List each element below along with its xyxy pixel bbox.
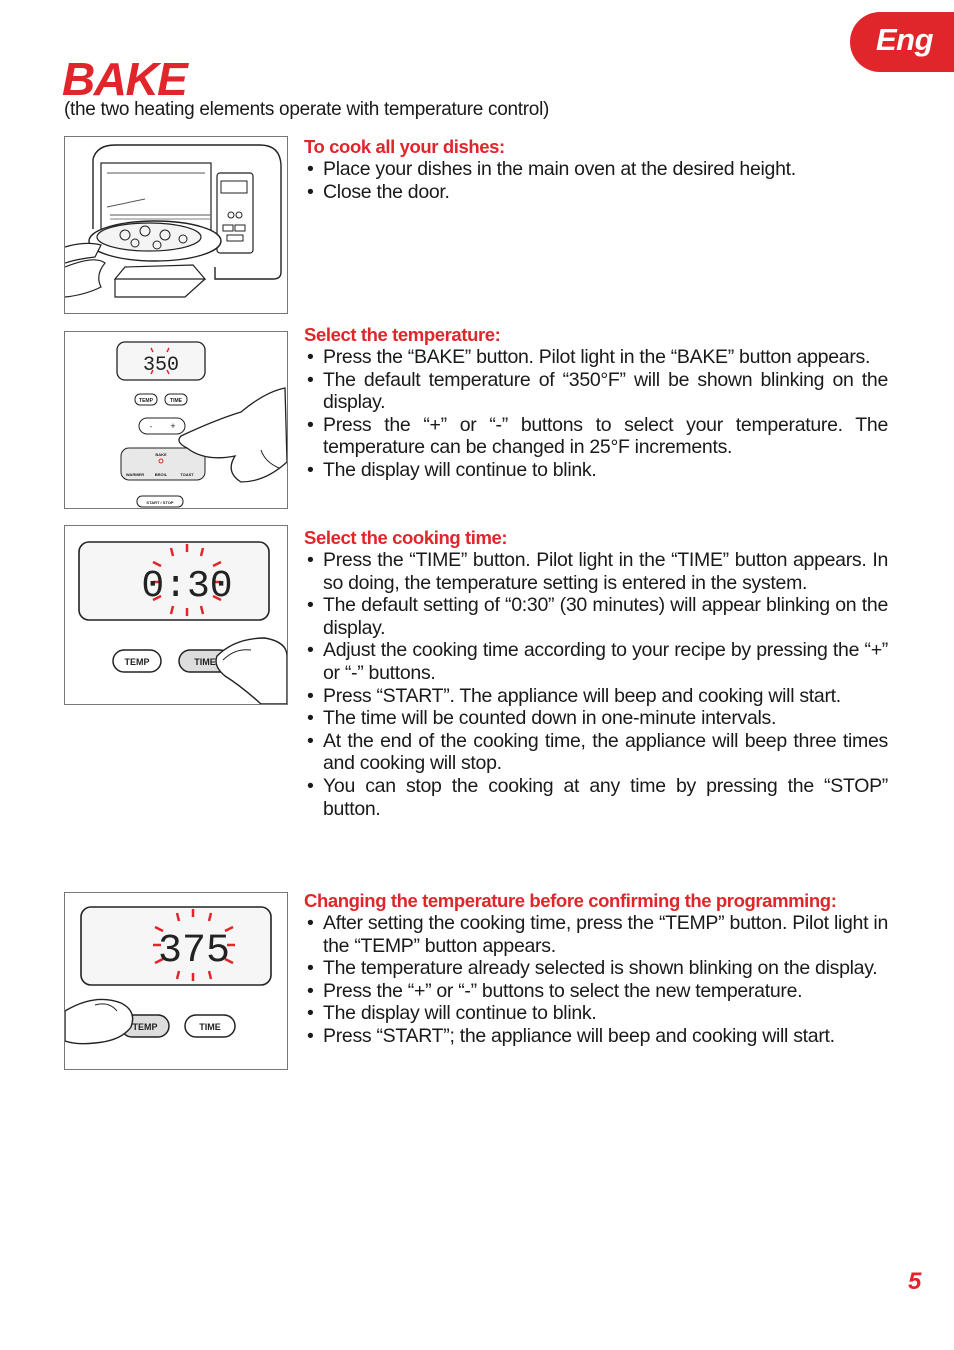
oven-illustration — [64, 136, 288, 314]
svg-text:TIME: TIME — [194, 657, 216, 667]
time-display-value: 0:30 — [141, 565, 232, 608]
svg-text:TIME: TIME — [199, 1022, 221, 1032]
list-item: Press the “+” or “-” buttons to select y… — [304, 414, 888, 459]
list-item: Press the “BAKE” button. Pilot light in … — [304, 346, 888, 369]
temp-display-value: 375 — [158, 929, 230, 974]
svg-text:BAKE: BAKE — [155, 452, 167, 457]
list-item: Press the “TIME” button. Pilot light in … — [304, 549, 888, 594]
section-heading: To cook all your dishes: — [304, 136, 505, 157]
instruction-list: Place your dishes in the main oven at th… — [304, 158, 888, 203]
page-title: BAKE — [62, 53, 188, 105]
list-item: Press “START”; the appliance will beep a… — [304, 1025, 888, 1048]
list-item: The display will continue to blink. — [304, 1002, 888, 1025]
section-heading: Select the temperature: — [304, 324, 501, 345]
svg-text:-: - — [150, 422, 153, 431]
list-item: At the end of the cooking time, the appl… — [304, 730, 888, 775]
list-item: The default temperature of “350°F” will … — [304, 369, 888, 414]
list-item: Place your dishes in the main oven at th… — [304, 158, 888, 181]
list-item: Close the door. — [304, 181, 888, 204]
list-item: You can stop the cooking at any time by … — [304, 775, 888, 820]
svg-text:TOAST: TOAST — [180, 472, 194, 477]
svg-text:TIME: TIME — [170, 398, 183, 404]
svg-text:+: + — [170, 421, 175, 431]
instruction-list: After setting the cooking time, press th… — [304, 912, 888, 1048]
section-select-cooking-time: Select the cooking time: Press the “TIME… — [304, 527, 888, 820]
svg-text:TEMP: TEMP — [132, 1022, 157, 1032]
section-select-temperature: Select the temperature: Press the “BAKE”… — [304, 324, 888, 482]
page-subtitle: (the two heating elements operate with t… — [64, 99, 550, 120]
time-display-illustration: 0:30 TEMP TIME — [64, 525, 288, 705]
instruction-list: Press the “TIME” button. Pilot light in … — [304, 549, 888, 820]
list-item: The temperature already selected is show… — [304, 957, 888, 980]
list-item: The display will continue to blink. — [304, 459, 888, 482]
list-item: Press “START”. The appliance will beep a… — [304, 685, 888, 708]
section-heading: Changing the temperature before confirmi… — [304, 890, 837, 911]
language-label: Eng — [876, 22, 934, 57]
list-item: Press the “+” or “-” buttons to select t… — [304, 980, 888, 1003]
svg-text:BROIL: BROIL — [155, 472, 168, 477]
page-number: 5 — [908, 1268, 922, 1295]
list-item: The time will be counted down in one-min… — [304, 707, 888, 730]
section-cook-dishes: To cook all your dishes: Place your dish… — [304, 136, 888, 203]
svg-text:WARMER: WARMER — [126, 472, 144, 477]
temperature-display-illustration: 375 TEMP TIME — [64, 892, 288, 1070]
svg-text:START / STOP: START / STOP — [146, 500, 174, 505]
svg-text:TEMP: TEMP — [124, 657, 149, 667]
language-tab: Eng — [850, 12, 954, 72]
control-panel-illustration: 350 TEMP TIME - + BAKE WARMER BROIL TOAS… — [64, 331, 288, 509]
panel-display-value: 350 — [143, 354, 179, 377]
svg-text:TEMP: TEMP — [139, 398, 154, 404]
list-item: After setting the cooking time, press th… — [304, 912, 888, 957]
section-change-temperature: Changing the temperature before confirmi… — [304, 890, 888, 1048]
section-heading: Select the cooking time: — [304, 527, 508, 548]
list-item: The default setting of “0:30” (30 minute… — [304, 594, 888, 639]
instruction-list: Press the “BAKE” button. Pilot light in … — [304, 346, 888, 482]
list-item: Adjust the cooking time according to you… — [304, 639, 888, 684]
